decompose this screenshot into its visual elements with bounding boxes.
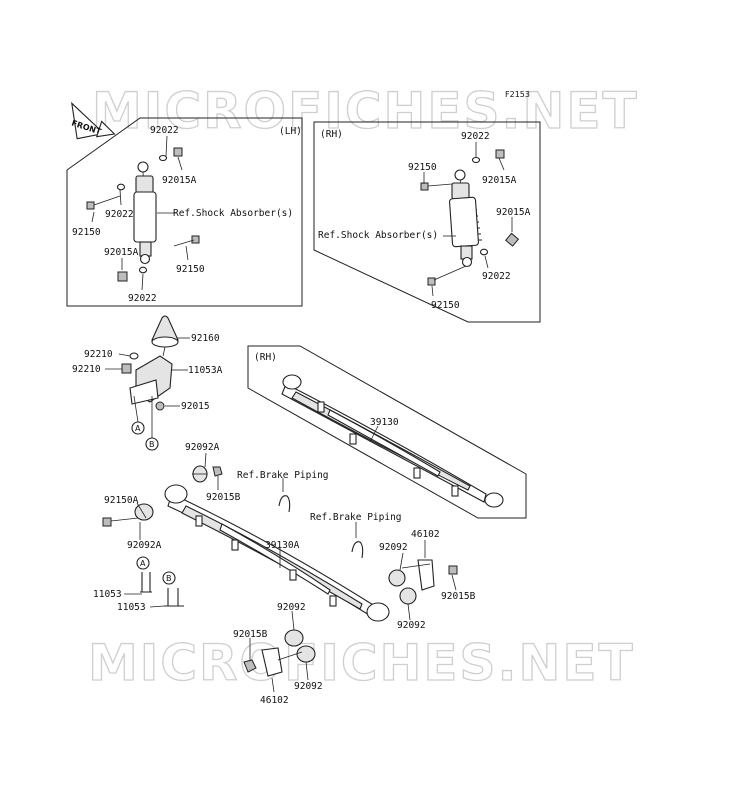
rh-spring-panel (247, 345, 527, 519)
lh-nut-bot-icon (117, 271, 128, 282)
lh-washer-bot-icon (138, 266, 148, 274)
callout-rh-92150-bot: 92150 (431, 300, 460, 311)
callout-92150a: 92150A (104, 495, 139, 506)
callout-39130: 39130 (370, 417, 399, 428)
lh-bolt-right-icon (173, 235, 200, 247)
lh-washer-mid-icon (116, 183, 126, 191)
callout-39130a: 39130A (265, 540, 300, 551)
rh-shock-panel (313, 121, 541, 323)
lh-washer-top-icon (158, 154, 168, 162)
rh-washer-top-icon (471, 156, 481, 164)
lh-nut-top-icon (173, 147, 183, 157)
bushing-92092a-top-icon (192, 465, 208, 483)
u-bolt-b: B (162, 571, 184, 607)
callout-lh-92022-top: 92022 (150, 125, 179, 136)
callout-lh-92015a-top: 92015A (162, 175, 197, 186)
figure-code: F2153 (505, 90, 530, 99)
watermark-bottom: MICROFICHES.NET (88, 634, 635, 692)
rh-washer-bot-icon (479, 248, 489, 256)
rh-bolt-top-icon (420, 182, 453, 191)
nut-92015b-top-icon (212, 466, 223, 477)
callout-rh-92150-top: 92150 (408, 162, 437, 173)
callout-rh-92015a-mid: 92015A (496, 207, 531, 218)
rh-leaf-spring (281, 374, 504, 508)
callout-ref-brake-1: Ref.Brake Piping (237, 470, 329, 481)
callout-92015b-r: 92015B (441, 591, 476, 602)
callout-92015b-b: 92015B (233, 629, 268, 640)
callout-92092a-bot: 92092A (127, 540, 162, 551)
marker-b-upper (145, 437, 159, 451)
marker-a-upper-label: A (135, 424, 141, 433)
brake-clamp-1-icon (278, 495, 291, 513)
lower-shackle (243, 629, 316, 677)
lh-bolt-left-icon (86, 195, 121, 210)
brake-clamp-2-icon (351, 541, 364, 559)
rh-shock-panel-label: (RH) (320, 129, 343, 140)
callout-92092-b1: 92092 (277, 602, 306, 613)
callout-lh-92022-bot: 92022 (128, 293, 157, 304)
callout-92092a-top: 92092A (185, 442, 220, 453)
spring-bracket (121, 352, 173, 438)
callout-rh-92015a-top: 92015A (482, 175, 517, 186)
callout-46102-r: 46102 (411, 529, 440, 540)
lh-shock-absorber (133, 161, 157, 265)
marker-b-lower-label: B (166, 574, 172, 583)
callout-lh-92015a-bot: 92015A (104, 247, 139, 258)
u-bolt-a: A (136, 556, 152, 593)
callout-92210-a: 92210 (84, 349, 113, 360)
callout-rh-92022-bot: 92022 (482, 271, 511, 282)
callout-46102-b: 46102 (260, 695, 289, 706)
callout-92092-r1: 92092 (379, 542, 408, 553)
marker-a-upper (131, 421, 145, 435)
callout-92092-r2: 92092 (397, 620, 426, 631)
bushing-92092a-bot-icon (134, 503, 154, 521)
callout-92015: 92015 (181, 401, 210, 412)
watermark-top: MICROFICHES.NET (92, 82, 639, 140)
callout-lh-92022-mid: 92022 (105, 209, 134, 220)
rh-nut-mid-icon (505, 232, 520, 247)
rh-bolt-bot-icon (427, 265, 467, 286)
callout-rh-ref-shock: Ref.Shock Absorber(s) (318, 230, 438, 241)
callout-rh-92022-top: 92022 (461, 131, 490, 142)
lh-shock-panel (66, 117, 303, 307)
right-shackle (388, 559, 458, 605)
callout-lh-92150-bot: 92150 (176, 264, 205, 275)
lh-leaf-spring (164, 484, 390, 622)
lh-panel-label: (LH) (279, 126, 302, 137)
callout-92160: 92160 (191, 333, 220, 344)
bump-stop-icon (151, 315, 179, 357)
callout-92210-b: 92210 (72, 364, 101, 375)
callout-lh-92150-left: 92150 (72, 227, 101, 238)
rh-shock-absorber (449, 169, 482, 268)
callout-11053a: 11053A (188, 365, 223, 376)
callout-lh-ref-shock: Ref.Shock Absorber(s) (173, 208, 293, 219)
marker-b-upper-label: B (149, 440, 155, 449)
callout-11053-1: 11053 (93, 589, 122, 600)
rh-spring-panel-label: (RH) (254, 352, 277, 363)
rh-nut-top-icon (495, 149, 505, 159)
callout-92015b-top: 92015B (206, 492, 241, 503)
callout-ref-brake-2: Ref.Brake Piping (310, 512, 402, 523)
callout-92092-b2: 92092 (294, 681, 323, 692)
callout-11053-2: 11053 (117, 602, 146, 613)
bolt-92150a-icon (102, 517, 139, 527)
marker-a-lower-label: A (140, 559, 146, 568)
